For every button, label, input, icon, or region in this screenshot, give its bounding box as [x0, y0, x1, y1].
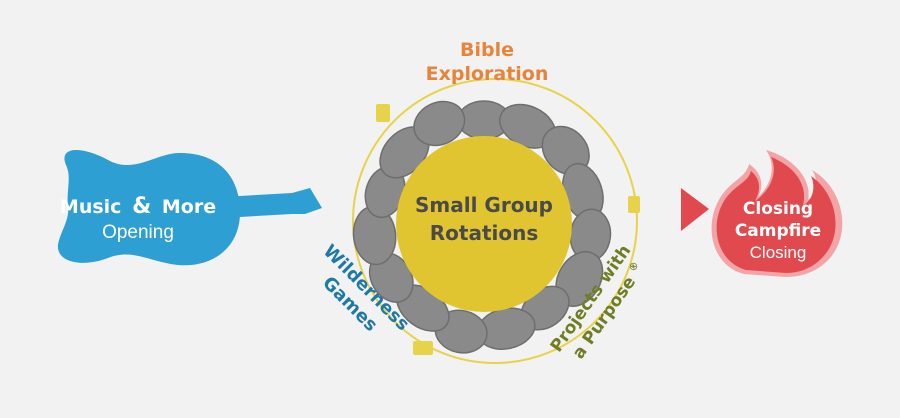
- opening-title-right: More: [162, 196, 216, 218]
- opening-guitar: Music & More Opening: [57, 149, 322, 266]
- small-group-center: Small Group Rotations: [396, 136, 572, 312]
- opening-title-amp: &: [132, 194, 151, 219]
- closing-subtitle: Closing: [750, 243, 807, 262]
- center-title-line2: Rotations: [430, 221, 539, 245]
- play-arrow-icon: [681, 188, 709, 231]
- closing-title-line1: Closing: [743, 199, 813, 219]
- opening-title-left: Music: [60, 196, 122, 218]
- opening-subtitle: Opening: [102, 222, 174, 243]
- center-circle: [396, 136, 572, 312]
- bible-line1: Bible: [460, 39, 514, 61]
- closing-title-line2: Campfire: [735, 221, 821, 241]
- bible-line2: Exploration: [426, 63, 549, 85]
- square-marker-icon: [413, 341, 433, 355]
- square-marker-icon: [628, 196, 640, 213]
- projects-registered-mark: ®: [627, 260, 642, 275]
- center-title-line1: Small Group: [415, 193, 553, 217]
- opening-title: Music & More: [60, 194, 216, 219]
- rock-icon: [413, 100, 466, 147]
- rock-ring: [352, 100, 612, 354]
- square-marker-icon: [376, 104, 390, 122]
- guitar-body: [57, 149, 241, 266]
- bible-exploration-label: Bible Exploration: [426, 39, 549, 85]
- track-ring: [352, 78, 638, 364]
- guitar-icon: [57, 149, 322, 266]
- closing-campfire: Closing Campfire Closing: [711, 150, 843, 277]
- rotation-track: [352, 78, 640, 364]
- flame-body: [716, 157, 836, 273]
- flame-icon: [711, 150, 843, 277]
